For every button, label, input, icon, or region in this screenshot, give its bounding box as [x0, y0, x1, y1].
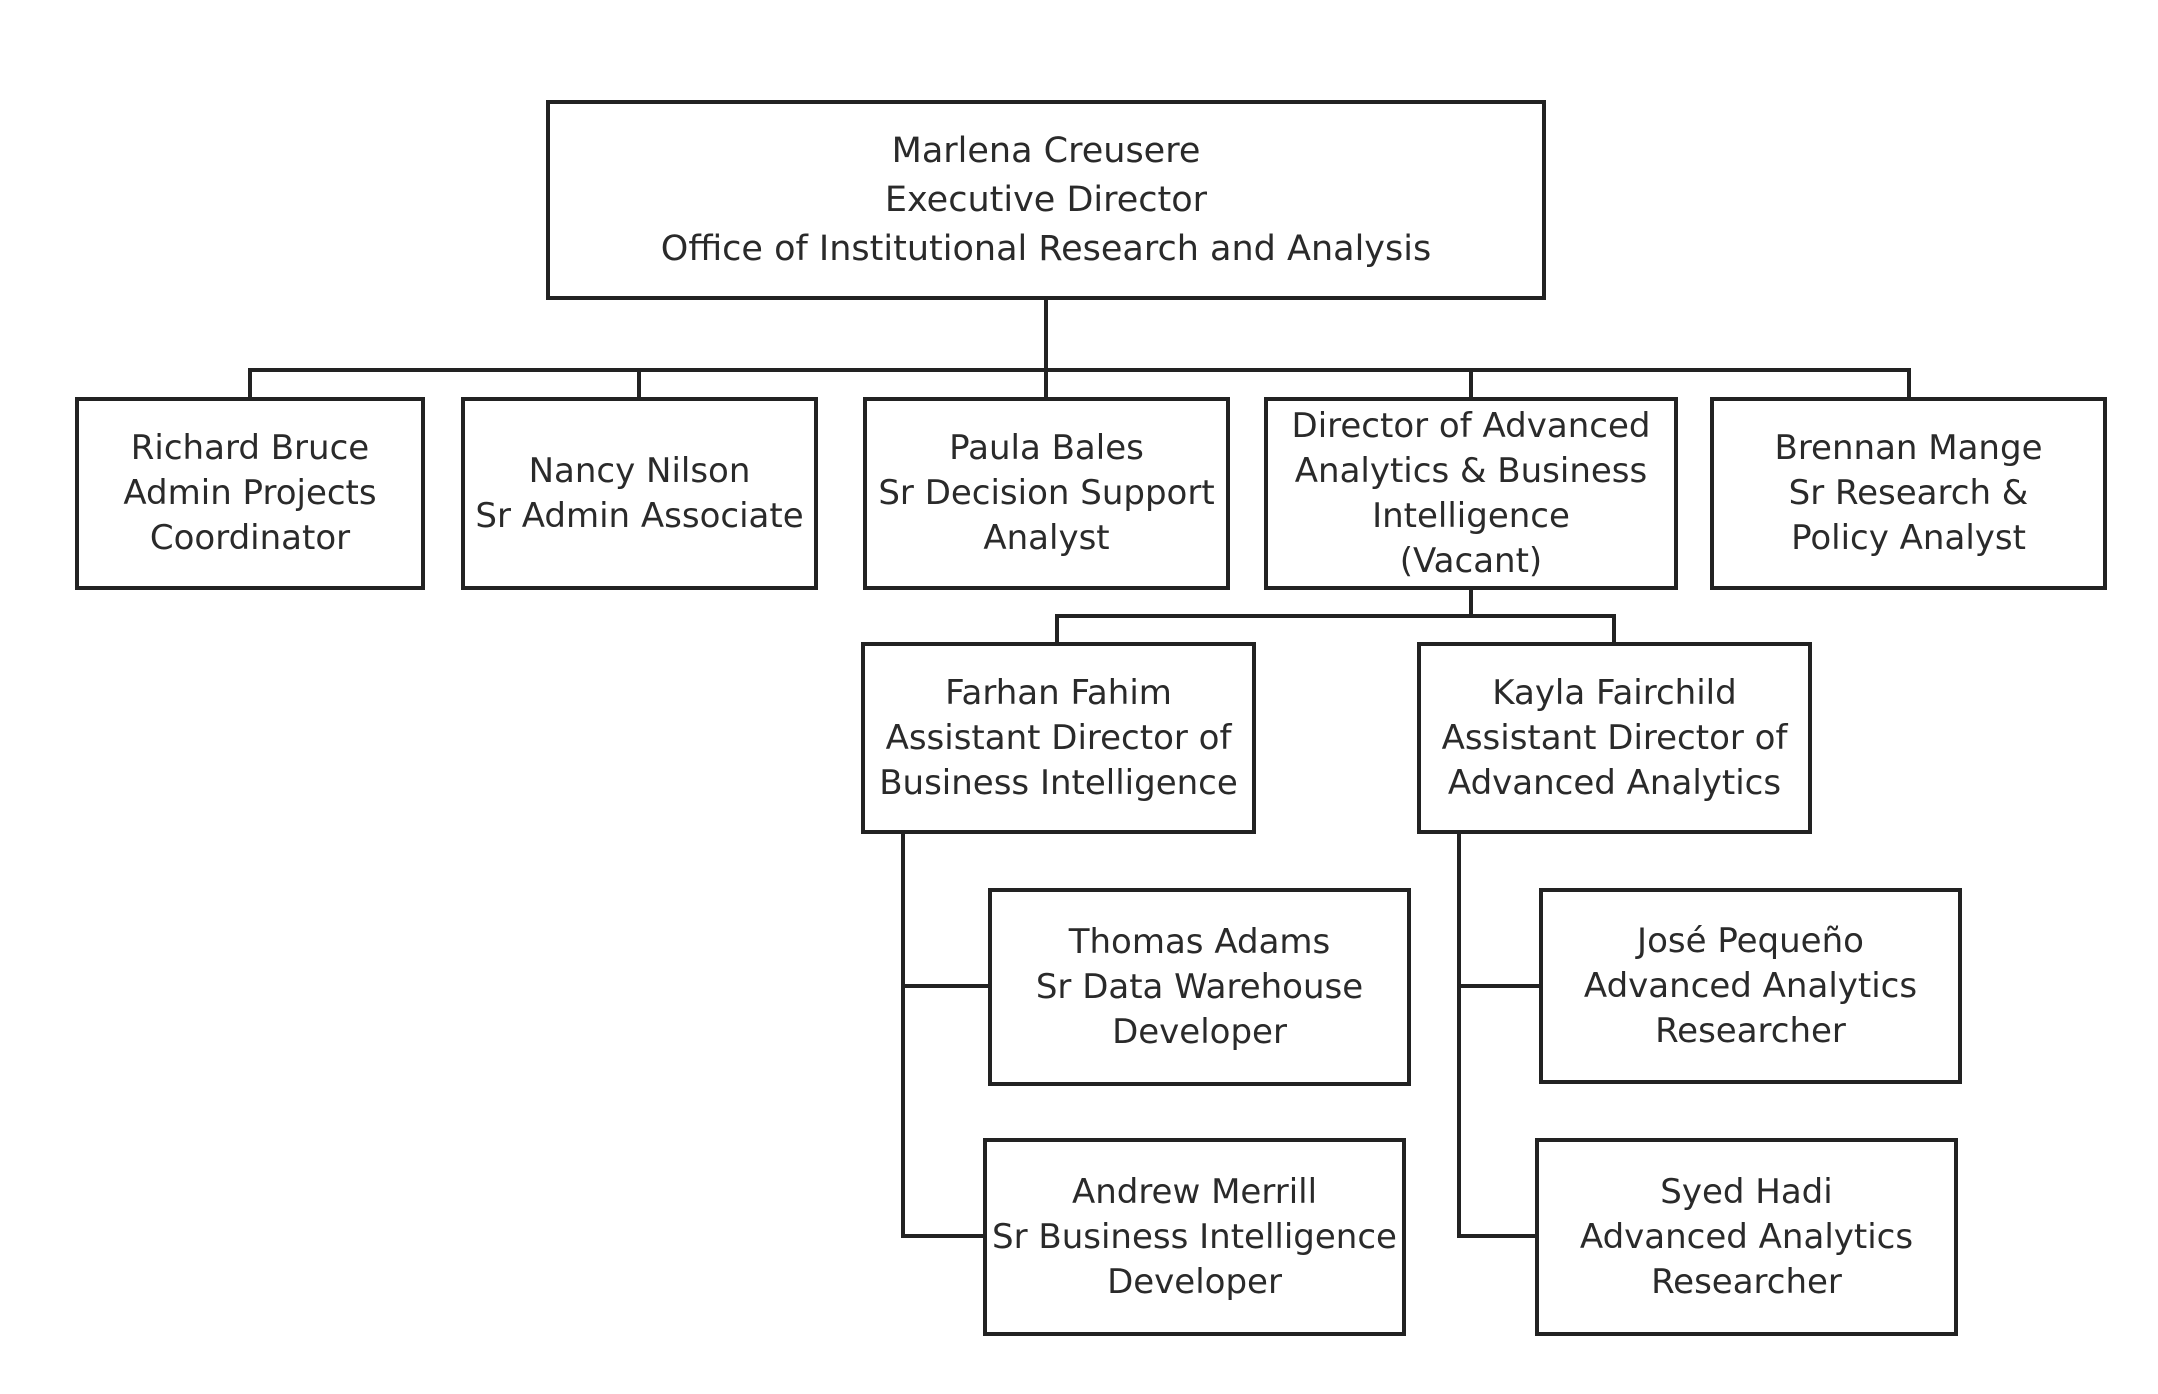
box-line: Sr Data Warehouse [1035, 966, 1364, 1007]
box-line: Sr Research & [1788, 473, 2029, 513]
executive-title: Executive Director [884, 179, 1208, 220]
box-line: Researcher [1655, 1010, 1846, 1051]
box-jose-pequeno: José Pequeño Advanced Analytics Research… [1539, 888, 1962, 1084]
box-line: Advanced Analytics [1447, 762, 1782, 803]
box-line: Andrew Merrill [1071, 1171, 1318, 1212]
box-line: Nancy Nilson [528, 450, 751, 491]
box-director-vacant: Director of Advanced Analytics & Busines… [1264, 397, 1678, 590]
box-line: Analytics & Business [1294, 450, 1648, 491]
box-line: Paula Bales [949, 428, 1144, 468]
box-line: Developer [1112, 1011, 1287, 1052]
box-line: José Pequeño [1637, 920, 1864, 961]
box-line: Brennan Mange [1774, 428, 2043, 468]
box-line: Director of Advanced [1291, 405, 1651, 446]
box-line: Sr Business Intelligence [992, 1216, 1397, 1257]
box-line: Kayla Fairchild [1492, 672, 1737, 713]
box-line: (Vacant) [1399, 540, 1543, 581]
box-line: Farhan Fahim [945, 672, 1172, 713]
box-line: Sr Admin Associate [475, 495, 804, 536]
box-line: Developer [1107, 1261, 1282, 1302]
box-farhan-fahim: Farhan Fahim Assistant Director of Busin… [861, 642, 1256, 834]
box-line: Coordinator [149, 518, 351, 558]
box-line: Richard Bruce [130, 428, 370, 468]
box-kayla-fairchild: Kayla Fairchild Assistant Director of Ad… [1417, 642, 1812, 834]
box-line: Assistant Director of [885, 717, 1232, 758]
box-line: Syed Hadi [1660, 1171, 1833, 1212]
executive-name: Marlena Creusere [891, 130, 1201, 171]
executive-director-box: Marlena Creusere Executive Director Offi… [546, 100, 1546, 300]
box-syed-hadi: Syed Hadi Advanced Analytics Researcher [1535, 1138, 1958, 1336]
box-line: Policy Analyst [1791, 518, 2026, 558]
box-thomas-adams: Thomas Adams Sr Data Warehouse Developer [988, 888, 1411, 1086]
box-line: Analyst [983, 518, 1110, 558]
box-richard-bruce: Richard Bruce Admin Projects Coordinator [75, 397, 425, 590]
box-line: Advanced Analytics [1579, 1216, 1914, 1257]
box-nancy-nilson: Nancy Nilson Sr Admin Associate [461, 397, 818, 590]
box-line: Intelligence [1372, 495, 1570, 536]
box-line: Advanced Analytics [1583, 965, 1918, 1006]
box-line: Assistant Director of [1441, 717, 1788, 758]
box-line: Researcher [1651, 1261, 1842, 1302]
box-line: Admin Projects [123, 473, 377, 513]
box-line: Thomas Adams [1068, 921, 1331, 962]
executive-office: Office of Institutional Research and Ana… [660, 228, 1432, 269]
box-paula-bales: Paula Bales Sr Decision Support Analyst [863, 397, 1230, 590]
box-line: Sr Decision Support [878, 473, 1215, 513]
box-brennan-mange: Brennan Mange Sr Research & Policy Analy… [1710, 397, 2107, 590]
box-andrew-merrill: Andrew Merrill Sr Business Intelligence … [983, 1138, 1406, 1336]
box-line: Business Intelligence [879, 762, 1238, 803]
